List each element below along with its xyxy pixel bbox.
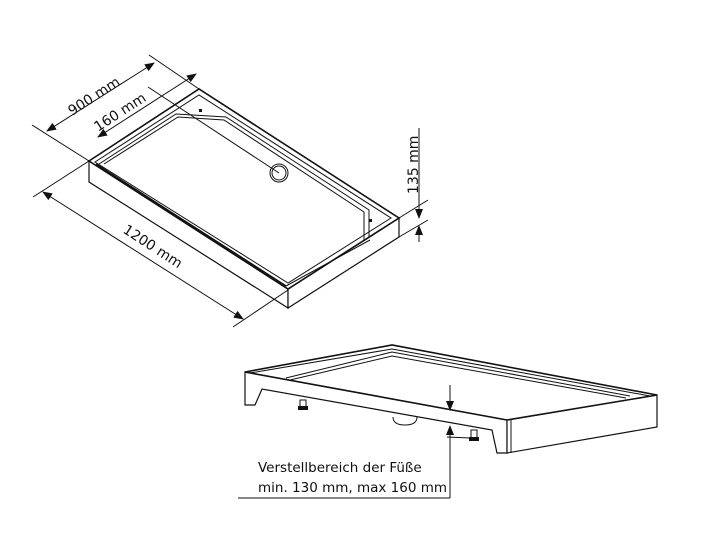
feet-range-values: min. 130 mm, max 160 mm bbox=[258, 480, 447, 496]
feet-range-label: Verstellbereich der Füße bbox=[258, 460, 422, 476]
bottom-tray-view bbox=[244, 344, 658, 454]
dimension-135: 135 mm bbox=[398, 128, 429, 242]
top-tray-view bbox=[87, 88, 401, 310]
dimension-height-label: 135 mm bbox=[406, 136, 422, 194]
dimension-feet-range: Verstellbereich der Füße min. 130 mm, ma… bbox=[238, 385, 471, 499]
